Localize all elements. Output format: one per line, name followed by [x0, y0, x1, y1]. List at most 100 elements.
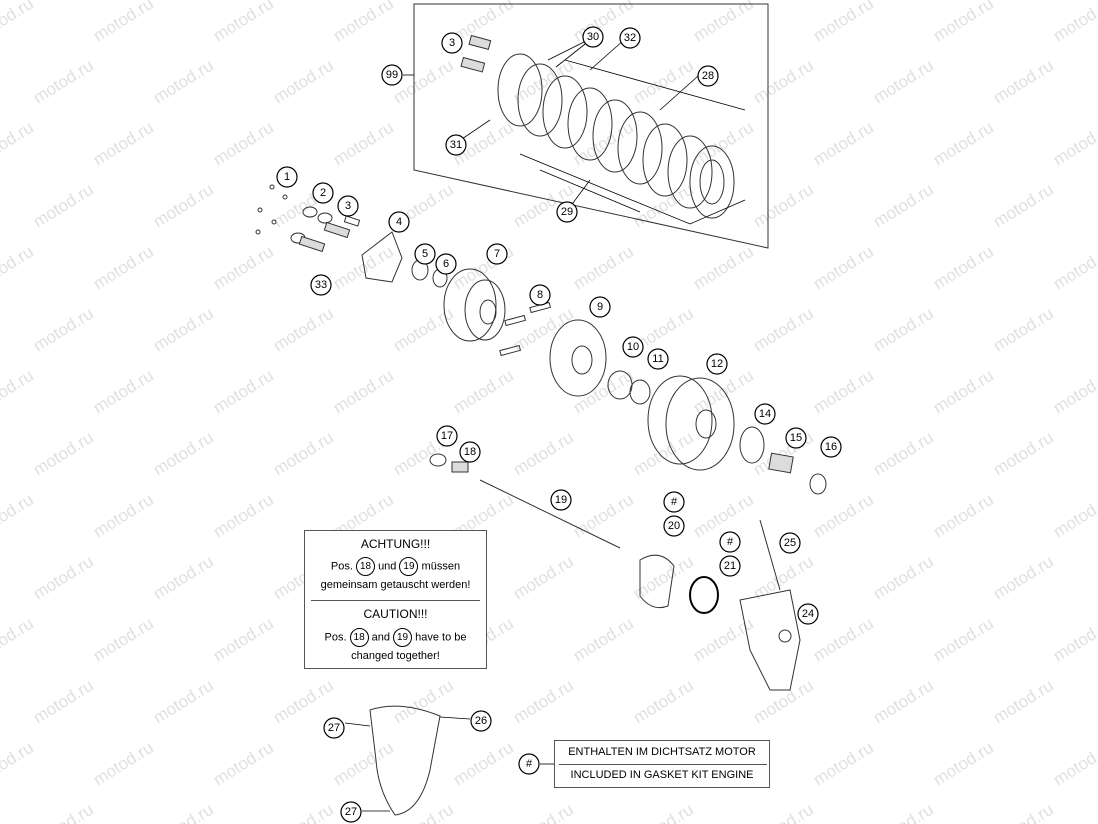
svg-text:6: 6	[443, 258, 449, 270]
callout-99: 99	[381, 64, 403, 86]
o-ring	[689, 576, 719, 614]
callout-21: 21	[719, 555, 741, 577]
ref-18-en: 18	[349, 628, 369, 647]
push-rod	[479, 479, 621, 549]
callout-20: 20	[663, 515, 685, 537]
callout-30: 30	[582, 26, 604, 48]
callout-31: 31	[445, 134, 467, 156]
pin-18	[451, 461, 469, 473]
inner-clutch-hub	[443, 268, 506, 342]
svg-text:#: #	[671, 496, 678, 508]
gasket-kit-note: ENTHALTEN IM DICHTSATZ MOTOR INCLUDED IN…	[554, 740, 770, 788]
callout-2: 2	[312, 182, 334, 204]
callout-21-hash: #	[719, 531, 741, 553]
svg-text:4: 4	[396, 216, 402, 228]
callout-33: 33	[310, 274, 332, 296]
damper-springs	[499, 301, 552, 357]
warning-line2-de: gemeinsam getauscht werden!	[320, 579, 471, 591]
callout-27-top: 27	[323, 717, 345, 739]
pin-pair-top	[460, 34, 492, 73]
callout-17: 17	[436, 425, 458, 447]
svg-text:9: 9	[597, 301, 603, 313]
svg-text:17: 17	[441, 430, 453, 442]
callout-32: 32	[619, 27, 641, 49]
slave-cylinder-seal	[639, 554, 675, 609]
callout-gasket-hash: #	[518, 753, 540, 775]
svg-text:15: 15	[790, 432, 802, 444]
spring-bolt-group	[255, 184, 361, 253]
callout-3-top: 3	[441, 32, 463, 54]
callout-6: 6	[435, 253, 457, 275]
needle-bushing	[768, 452, 794, 474]
svg-text:33: 33	[315, 279, 327, 291]
callout-8: 8	[529, 284, 551, 306]
svg-text:19: 19	[555, 494, 567, 506]
gasket-plate	[369, 705, 441, 816]
svg-text:25: 25	[784, 537, 796, 549]
callout-14: 14	[754, 403, 776, 425]
svg-text:7: 7	[494, 248, 500, 260]
callout-15: 15	[785, 427, 807, 449]
svg-text:99: 99	[386, 69, 398, 81]
svg-text:18: 18	[464, 446, 476, 458]
svg-text:29: 29	[561, 206, 573, 218]
callout-16: 16	[820, 436, 842, 458]
svg-text:27: 27	[328, 722, 340, 734]
callout-9: 9	[589, 296, 611, 318]
svg-text:20: 20	[668, 520, 680, 532]
warning-line1-de: Pos. 18 und 19 müssen	[305, 557, 486, 576]
warning-box: ACHTUNG!!! Pos. 18 und 19 müssen gemeins…	[304, 530, 487, 669]
callout-3-mid: 3	[337, 195, 359, 217]
clutch-slave-housing	[739, 519, 801, 691]
ref-18-de: 18	[356, 557, 375, 576]
ref-19-en: 19	[393, 628, 413, 647]
pressure-plate	[361, 231, 403, 283]
callout-28: 28	[697, 65, 719, 87]
gasket-note-divider	[559, 764, 767, 765]
callout-27-bottom: 27	[340, 801, 362, 823]
callout-11: 11	[647, 348, 669, 370]
callout-5: 5	[414, 243, 436, 265]
warning-divider	[311, 600, 480, 601]
svg-text:21: 21	[724, 560, 736, 572]
svg-text:16: 16	[825, 441, 837, 453]
svg-text:26: 26	[475, 715, 487, 727]
svg-text:28: 28	[702, 70, 714, 82]
svg-text:27: 27	[345, 806, 357, 818]
gasket-note-en: INCLUDED IN GASKET KIT ENGINE	[570, 769, 754, 781]
drive-plate	[549, 319, 607, 397]
svg-text:1: 1	[284, 171, 290, 183]
warning-title-de: ACHTUNG!!!	[360, 537, 431, 551]
callout-18: 18	[459, 441, 481, 463]
svg-text:3: 3	[449, 37, 455, 49]
warning-title-en: CAUTION!!!	[363, 607, 428, 621]
circlip-17	[429, 453, 447, 467]
callout-10: 10	[622, 336, 644, 358]
svg-text:11: 11	[652, 353, 663, 365]
warning-line2-en: changed together!	[351, 650, 440, 662]
svg-text:30: 30	[587, 31, 599, 43]
svg-text:5: 5	[422, 248, 428, 260]
washer-10	[607, 370, 633, 400]
warning-line1-en: Pos. 18 and 19 have to be	[305, 628, 486, 647]
washer-11	[629, 379, 651, 405]
clutch-kit-frame	[413, 3, 769, 249]
svg-text:24: 24	[802, 608, 814, 620]
primary-gear	[739, 426, 765, 464]
callout-7: 7	[486, 243, 508, 265]
clutch-plate-stack	[497, 53, 746, 225]
svg-text:3: 3	[345, 200, 351, 212]
callout-4: 4	[388, 211, 410, 233]
svg-text:#: #	[727, 536, 734, 548]
outer-clutch-basket	[647, 375, 735, 471]
svg-text:12: 12	[711, 358, 723, 370]
callout-12: 12	[706, 353, 728, 375]
thrust-ring	[809, 473, 827, 495]
ref-19-de: 19	[399, 557, 419, 576]
callout-20-hash: #	[663, 491, 685, 513]
svg-text:14: 14	[759, 408, 771, 420]
callout-19: 19	[550, 489, 572, 511]
svg-text:8: 8	[537, 289, 543, 301]
callout-25: 25	[779, 532, 801, 554]
